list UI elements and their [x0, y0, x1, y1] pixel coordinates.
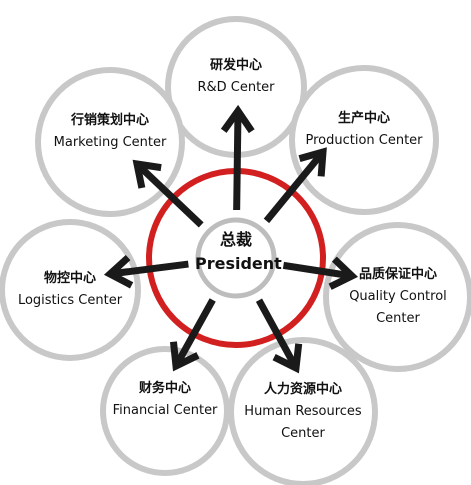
bubble-logistics [0, 219, 141, 361]
label-zh-quality: 品质保证中心 [358, 267, 437, 282]
arrow-shaft-financial [174, 298, 216, 365]
bubble-marketing [35, 67, 185, 217]
arrow-quality [282, 256, 359, 290]
label-en-quality: Center [376, 311, 420, 326]
arrow-head-marketing [132, 159, 162, 189]
label-en-rd: R&D Center [197, 80, 275, 95]
label-zh-logistics: 物控中心 [43, 271, 96, 286]
label-zh-rd: 研发中心 [209, 58, 262, 73]
arrow-shaft-quality [282, 261, 349, 279]
arrow-head-rd [220, 104, 255, 134]
arrow-marketing [132, 159, 204, 228]
arrow-head-financial [169, 341, 200, 372]
label-zh-financial: 财务中心 [138, 381, 191, 396]
label-en-quality: Quality Control [349, 289, 447, 304]
president-label-en: President [195, 254, 282, 273]
arrow-shaft-production [263, 152, 324, 224]
label-en-financial: Financial Center [112, 403, 218, 418]
arrow-shaft-logistics [113, 260, 189, 277]
label-financial: 财务中心 Financial Center [100, 378, 230, 422]
label-zh-marketing: 行销策划中心 [70, 113, 149, 128]
label-en-hr: Human Resources [244, 404, 362, 419]
arrow-shaft-hr [255, 298, 298, 367]
arrow-hr [255, 298, 303, 374]
label-rd: 研发中心 R&D Center [161, 55, 311, 99]
label-production: 生产中心 Production Center [289, 108, 439, 152]
bubble-production [289, 65, 439, 215]
bubble-financial [100, 346, 230, 476]
arrow-head-quality [328, 256, 359, 290]
arrow-rd [220, 104, 255, 211]
arrow-head-hr [272, 343, 303, 374]
bubble-hr [228, 337, 378, 485]
arrow-head-production [298, 147, 327, 177]
president-inner-ring [195, 217, 277, 299]
label-en-production: Production Center [305, 133, 423, 148]
president-label: 总裁 President [195, 228, 282, 276]
arrow-production [263, 147, 327, 224]
label-zh-production: 生产中心 [337, 111, 390, 126]
arrow-shaft-marketing [137, 164, 204, 228]
arrow-shaft-rd [233, 114, 242, 211]
label-en-marketing: Marketing Center [53, 135, 167, 150]
arrow-financial [169, 298, 216, 372]
label-en-logistics: Logistics Center [17, 293, 123, 308]
arrow-head-logistics [103, 255, 134, 289]
label-logistics: 物控中心 Logistics Center [0, 268, 140, 312]
label-zh-hr: 人力资源中心 [263, 382, 342, 397]
president-label-zh: 总裁 [219, 230, 252, 249]
arrow-logistics [103, 255, 189, 289]
bubble-quality [323, 222, 471, 372]
label-marketing: 行销策划中心 Marketing Center [35, 110, 185, 154]
label-en-hr: Center [281, 426, 325, 441]
